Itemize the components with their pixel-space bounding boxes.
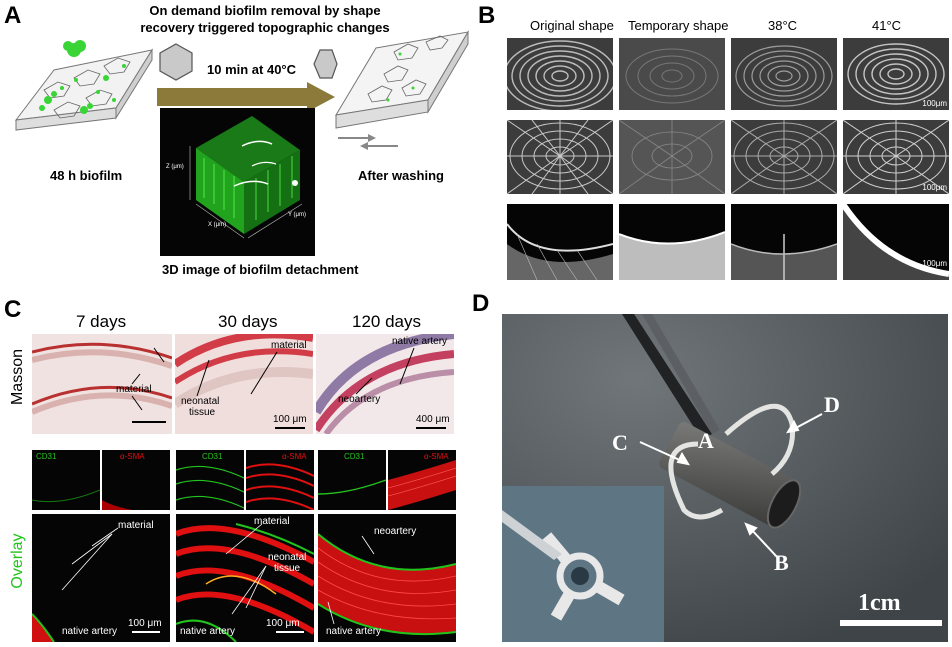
panel-letter-c: C	[4, 296, 22, 323]
device-label-c: C	[612, 430, 628, 455]
label-material: material	[118, 520, 154, 531]
stain-label-cd31: CD31	[344, 452, 365, 461]
column-header-38c: 38°C	[768, 18, 798, 33]
substrate-after-washing	[335, 30, 469, 150]
caption-after-washing: After washing	[358, 168, 444, 183]
overlay-image-7-days: material native artery 100 μm	[31, 514, 170, 643]
panel-a-title-line2: recovery triggered topographic changes	[140, 20, 390, 35]
masson-image-7-days: material	[32, 334, 172, 434]
axis-label-x: X (μm)	[208, 222, 227, 228]
label-scale-100: 100 μm	[128, 618, 162, 629]
fluor-cd31-30-days: CD31	[175, 450, 245, 510]
fluor-sma-7-days: α-SMA	[102, 450, 170, 510]
row-label-overlay: Overlay	[9, 533, 26, 589]
timepoint-7-days: 7 days	[76, 312, 127, 331]
fluor-sma-30-days: α-SMA	[245, 450, 315, 511]
scale-bar-label: 100μm	[922, 259, 947, 268]
label-native-artery: native artery	[62, 626, 118, 637]
sem-image-temporary-web	[619, 120, 725, 194]
timepoint-30-days: 30 days	[218, 312, 278, 331]
sem-image-41c-curved: 100μm	[840, 202, 950, 280]
scale-bar-1cm: 1cm	[858, 590, 901, 616]
overlay-image-30-days: material neonatal tissue native artery 1…	[174, 514, 316, 643]
biofilm-substrate-before	[14, 40, 154, 131]
label-scale-400: 400 μm	[416, 414, 450, 425]
panel-letter-a: A	[4, 2, 22, 29]
label-neonatal-tissue: neonatal tissue	[268, 552, 306, 574]
scale-bar-label: 100μm	[922, 183, 947, 192]
label-neonatal: neonatal	[268, 552, 307, 563]
column-header-41c: 41°C	[872, 18, 902, 33]
sem-image-original-web	[507, 120, 613, 194]
axis-label-z: Z (μm)	[166, 164, 184, 170]
hexagon-icon	[313, 49, 338, 79]
device-label-b: B	[774, 550, 789, 575]
scale-bar-label: 100μm	[922, 99, 947, 108]
stain-label-cd31: CD31	[36, 452, 57, 461]
panel-a-title-line1: On demand biofilm removal by shape	[149, 3, 381, 18]
hexagon-icon	[159, 43, 193, 81]
label-native-artery: native artery	[180, 626, 236, 637]
stain-label-sma: α-SMA	[120, 452, 145, 461]
label-neonatal-tissue: neonatal tissue	[181, 396, 219, 418]
biofilm-3d-image: Z (μm) X (μm) Y (μm)	[160, 108, 315, 256]
sem-image-41c-web: 100μm	[843, 120, 949, 194]
label-scale-100: 100 μm	[266, 618, 300, 629]
fluor-sma-120-days: α-SMA	[387, 450, 457, 510]
label-native-artery: native artery	[326, 626, 382, 637]
sem-image-41c-rings: 100μm	[843, 38, 949, 110]
label-neonatal: neonatal	[181, 396, 220, 407]
panel-a-title: On demand biofilm removal by shape recov…	[140, 2, 390, 36]
process-arrow	[157, 82, 335, 112]
column-header-temporary: Temporary shape	[628, 18, 729, 33]
label-tissue: tissue	[189, 407, 216, 418]
masson-image-30-days: material neonatal tissue 100 μm	[175, 334, 313, 434]
label-neoartery: neoartery	[374, 526, 417, 537]
sem-image-original-curved	[506, 204, 614, 281]
stain-label-sma: α-SMA	[424, 452, 449, 461]
label-material: material	[271, 340, 307, 351]
sem-image-temporary-curved	[618, 204, 726, 280]
label-material: material	[116, 384, 152, 395]
device-label-a: A	[698, 428, 714, 453]
caption-3d-image: 3D image of biofilm detachment	[162, 262, 359, 277]
stain-label-cd31: CD31	[202, 452, 223, 461]
label-native-artery: native artery	[392, 336, 448, 347]
caption-48h-biofilm: 48 h biofilm	[50, 168, 123, 183]
device-label-d: D	[824, 392, 840, 417]
axis-label-y: Y (μm)	[288, 212, 307, 218]
panel-letter-b: B	[478, 2, 496, 29]
heat-condition-label: 10 min at 40°C	[207, 62, 297, 77]
sem-image-38c-web	[731, 120, 837, 194]
sem-image-temporary-rings	[619, 38, 725, 110]
sem-image-original-rings	[507, 38, 613, 110]
label-neoartery: neoartery	[338, 394, 381, 405]
overlay-image-120-days: neoartery native artery	[317, 514, 457, 642]
label-tissue: tissue	[274, 563, 301, 574]
label-material: material	[254, 516, 290, 527]
sem-image-38c-curved	[730, 204, 838, 280]
fluor-cd31-120-days: CD31	[317, 450, 387, 510]
panel-letter-d: D	[472, 290, 490, 317]
fluor-cd31-7-days: CD31	[31, 450, 101, 510]
stain-label-sma: α-SMA	[282, 452, 307, 461]
masson-image-120-days: native artery neoartery 400 μm	[316, 334, 454, 434]
row-label-masson: Masson	[9, 348, 26, 406]
sem-image-38c-rings	[731, 38, 837, 110]
column-header-original: Original shape	[530, 18, 614, 33]
device-photo: A B C D 1cm	[502, 314, 948, 642]
label-scale-100: 100 μm	[273, 414, 307, 425]
timepoint-120-days: 120 days	[352, 312, 421, 331]
